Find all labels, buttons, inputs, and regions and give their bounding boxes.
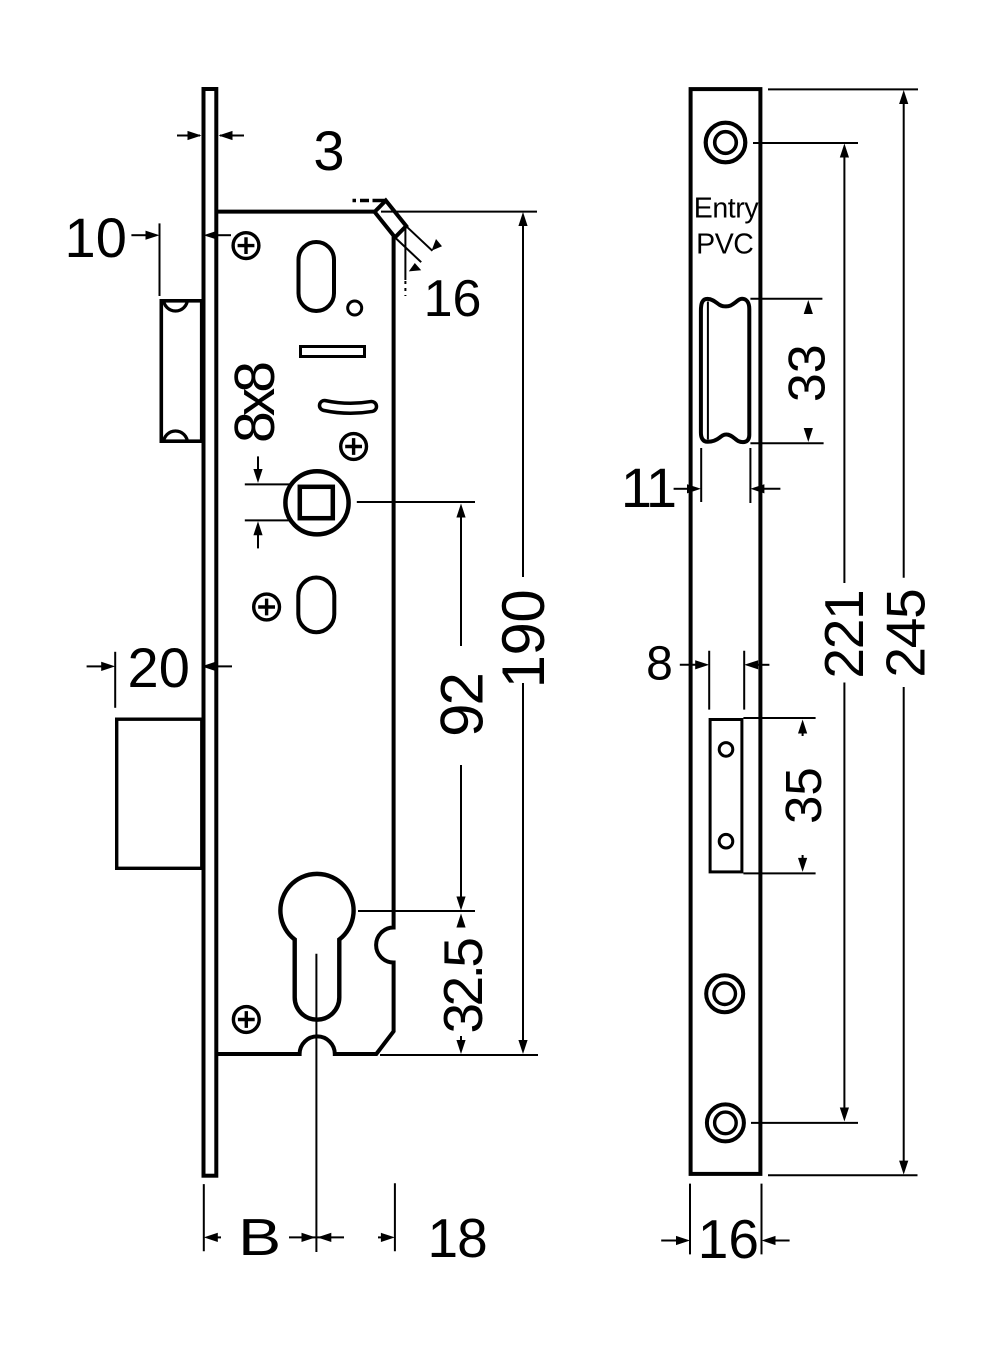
svg-text:35: 35 [775, 767, 832, 824]
svg-text:B: B [238, 1209, 281, 1267]
svg-text:10: 10 [65, 206, 127, 269]
svg-text:221: 221 [813, 590, 875, 678]
svg-text:16: 16 [424, 270, 482, 328]
svg-text:8x8: 8x8 [223, 363, 287, 443]
svg-text:92: 92 [429, 674, 496, 737]
svg-text:32.5: 32.5 [432, 939, 494, 1034]
svg-text:20: 20 [128, 636, 190, 699]
svg-text:Entry: Entry [694, 193, 760, 225]
svg-text:16: 16 [698, 1208, 759, 1270]
svg-text:245: 245 [875, 589, 937, 677]
svg-text:11: 11 [621, 456, 675, 519]
svg-text:PVC: PVC [696, 228, 753, 260]
svg-text:18: 18 [428, 1207, 487, 1269]
svg-text:190: 190 [490, 590, 557, 689]
svg-text:8: 8 [646, 638, 673, 691]
svg-text:33: 33 [779, 344, 837, 402]
svg-text:3: 3 [313, 119, 344, 182]
